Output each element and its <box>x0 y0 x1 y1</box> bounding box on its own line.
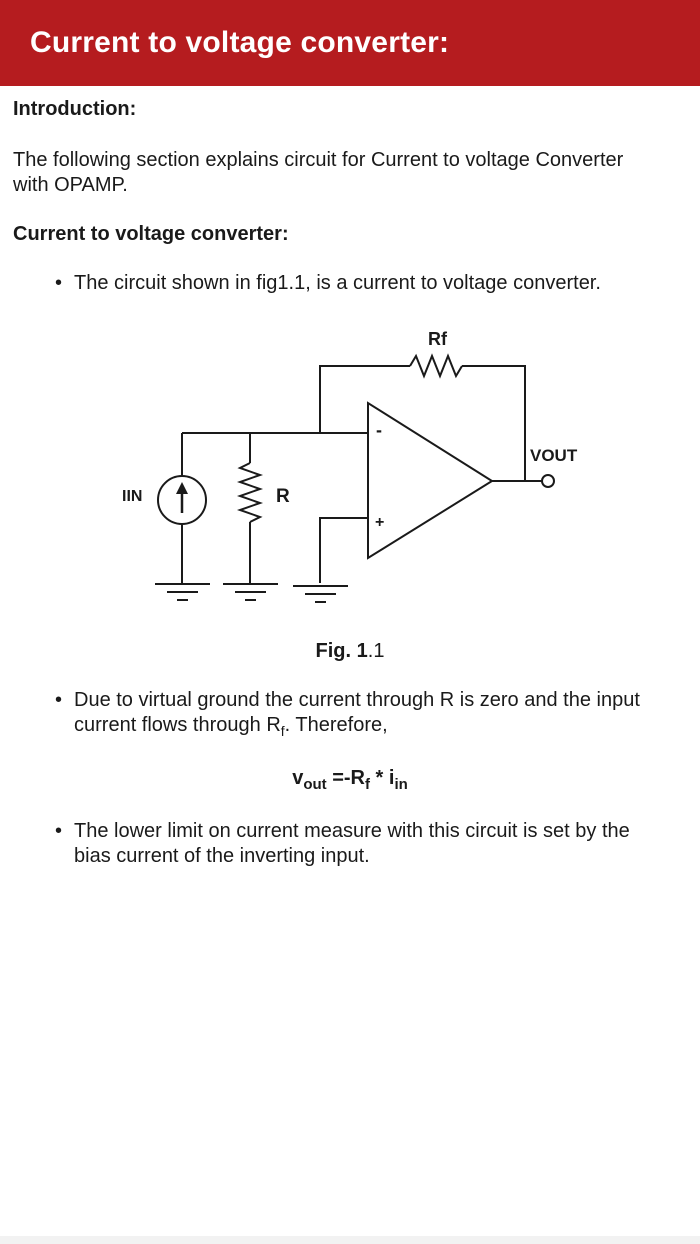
app-bar: Current to voltage converter: <box>0 0 700 86</box>
label-vout: VOUT <box>530 446 578 465</box>
circuit-diagram: Rf R IIN VOUT - + <box>122 329 578 603</box>
output-terminal <box>541 474 555 488</box>
current-arrow-head <box>176 482 188 494</box>
formula-mid: =-R <box>326 767 365 789</box>
bullet-text-3: The lower limit on current measure with … <box>74 819 674 869</box>
feedback-wire-right <box>462 365 526 481</box>
formula-r-sub: f <box>365 776 370 793</box>
bullet-dot: • <box>55 820 63 842</box>
intro-heading: Introduction: <box>13 98 137 120</box>
label-plus: + <box>375 514 384 531</box>
label-r: R <box>276 486 290 507</box>
label-rf: Rf <box>428 329 448 349</box>
caption-rest: .1 <box>367 640 385 662</box>
bullet-dot: • <box>55 689 63 711</box>
bottom-bar <box>0 1236 700 1244</box>
formula-i-sub: in <box>394 776 408 793</box>
feedback-wire <box>319 365 410 433</box>
intro-line-1: The following section explains circuit f… <box>13 149 624 171</box>
intro-line-2: with OPAMP. <box>13 174 128 196</box>
bullet3-line-1: The lower limit on current measure with … <box>74 820 630 842</box>
opamp-triangle <box>367 401 494 560</box>
intro-text: The following section explains circuit f… <box>13 148 683 198</box>
formula: vout =-Rf * iin <box>0 767 700 793</box>
plus-input-wire <box>319 517 368 583</box>
ground-3 <box>293 585 348 603</box>
figure-caption: Fig. 1.1 <box>0 640 700 663</box>
ground-1 <box>155 583 210 601</box>
bullet2-line-1: Due to virtual ground the current throug… <box>74 689 640 711</box>
label-iin: IIN <box>122 488 142 505</box>
label-minus: - <box>376 420 382 440</box>
bullet2-line-2-post: . Therefore, <box>284 714 388 736</box>
formula-v: v <box>292 767 304 789</box>
formula-v-sub: out <box>303 776 327 793</box>
bullet2-subscript: f <box>280 723 285 739</box>
r-resistor <box>236 462 264 523</box>
formula-times: * i <box>370 767 395 789</box>
ground-2 <box>223 583 278 601</box>
section-heading: Current to voltage converter: <box>13 223 289 245</box>
caption-bold: Fig. 1 <box>315 640 368 662</box>
bullet3-line-2: bias current of the inverting input. <box>74 845 370 867</box>
bullet-text-1: The circuit shown in fig1.1, is a curren… <box>74 272 601 294</box>
bullet2-line-2-pre: current flows through R <box>74 714 281 736</box>
rf-resistor <box>409 353 463 379</box>
bullet-dot: • <box>55 272 63 294</box>
bullet-text-2: Due to virtual ground the current throug… <box>74 688 674 744</box>
page-title: Current to voltage converter: <box>30 26 450 59</box>
